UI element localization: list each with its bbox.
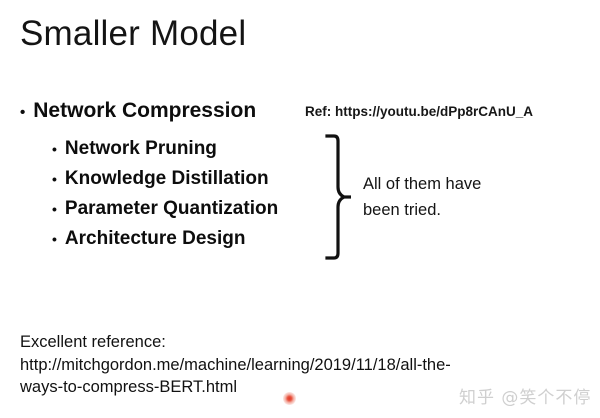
slide-title: Smaller Model [20, 14, 247, 53]
sub-bullet-label: Network Pruning [64, 138, 217, 159]
inline-reference-link[interactable]: Ref: https://youtu.be/dPp8rCAnU_A [305, 104, 533, 119]
footer-reference: Excellent reference: http://mitchgordon.… [20, 331, 451, 399]
sub-bullet-label: Knowledge Distillation [64, 168, 269, 189]
bullet-marker-icon: • [52, 231, 57, 247]
sub-bullet-architecture-design: • Architecture Design [52, 224, 278, 254]
curly-brace-icon [325, 134, 351, 260]
brace-annotation-line-2: been tried. [363, 201, 441, 219]
bullet-marker-icon: • [52, 171, 57, 187]
bullet-marker-icon: • [52, 141, 57, 157]
sub-bullet-parameter-quantization: • Parameter Quantization [52, 194, 278, 224]
bullet-marker-icon: • [20, 104, 26, 121]
brace-annotation: All of them have been tried. [363, 171, 481, 223]
sub-bullet-list: • Network Pruning • Knowledge Distillati… [52, 134, 278, 254]
bullet-network-compression: • Network Compression [20, 99, 256, 123]
footer-reference-url-line-1[interactable]: http://mitchgordon.me/machine/learning/2… [20, 355, 451, 374]
sub-bullet-label: Parameter Quantization [64, 198, 279, 219]
sub-bullet-knowledge-distillation: • Knowledge Distillation [52, 164, 278, 194]
sub-bullet-network-pruning: • Network Pruning [52, 134, 278, 164]
footer-reference-url-line-2[interactable]: ways-to-compress-BERT.html [20, 378, 237, 396]
brace-annotation-line-1: All of them have [363, 175, 482, 193]
laser-pointer-dot [283, 392, 296, 405]
bullet-label: Network Compression [33, 99, 257, 122]
watermark: 知乎 @笑个不停 [459, 388, 592, 408]
bullet-marker-icon: • [52, 201, 57, 217]
footer-reference-label: Excellent reference: [20, 333, 166, 351]
sub-bullet-label: Architecture Design [64, 228, 246, 249]
